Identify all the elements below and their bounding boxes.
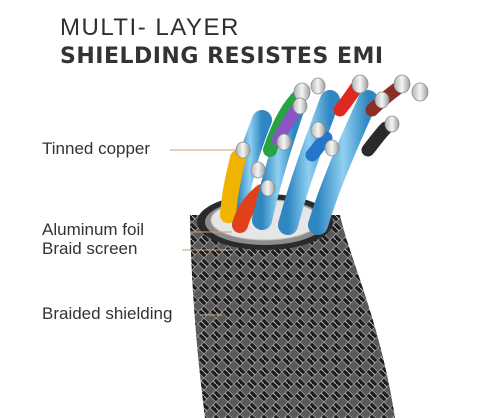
callout-leader-lines xyxy=(170,149,236,316)
tinned-copper-tips xyxy=(235,74,429,197)
callout-braided-shielding: Braided shielding xyxy=(42,304,173,323)
headline-line-1: MULTI- LAYER xyxy=(60,14,240,41)
headline-line-2: SHIELDING RESISTES EMI xyxy=(60,44,384,69)
callout-braid-screen: Braid screen xyxy=(42,239,138,258)
braided-shielding-jacket xyxy=(190,215,395,418)
callout-aluminum-foil: Aluminum foil xyxy=(42,220,145,239)
callout-tinned-copper: Tinned copper xyxy=(42,139,151,158)
